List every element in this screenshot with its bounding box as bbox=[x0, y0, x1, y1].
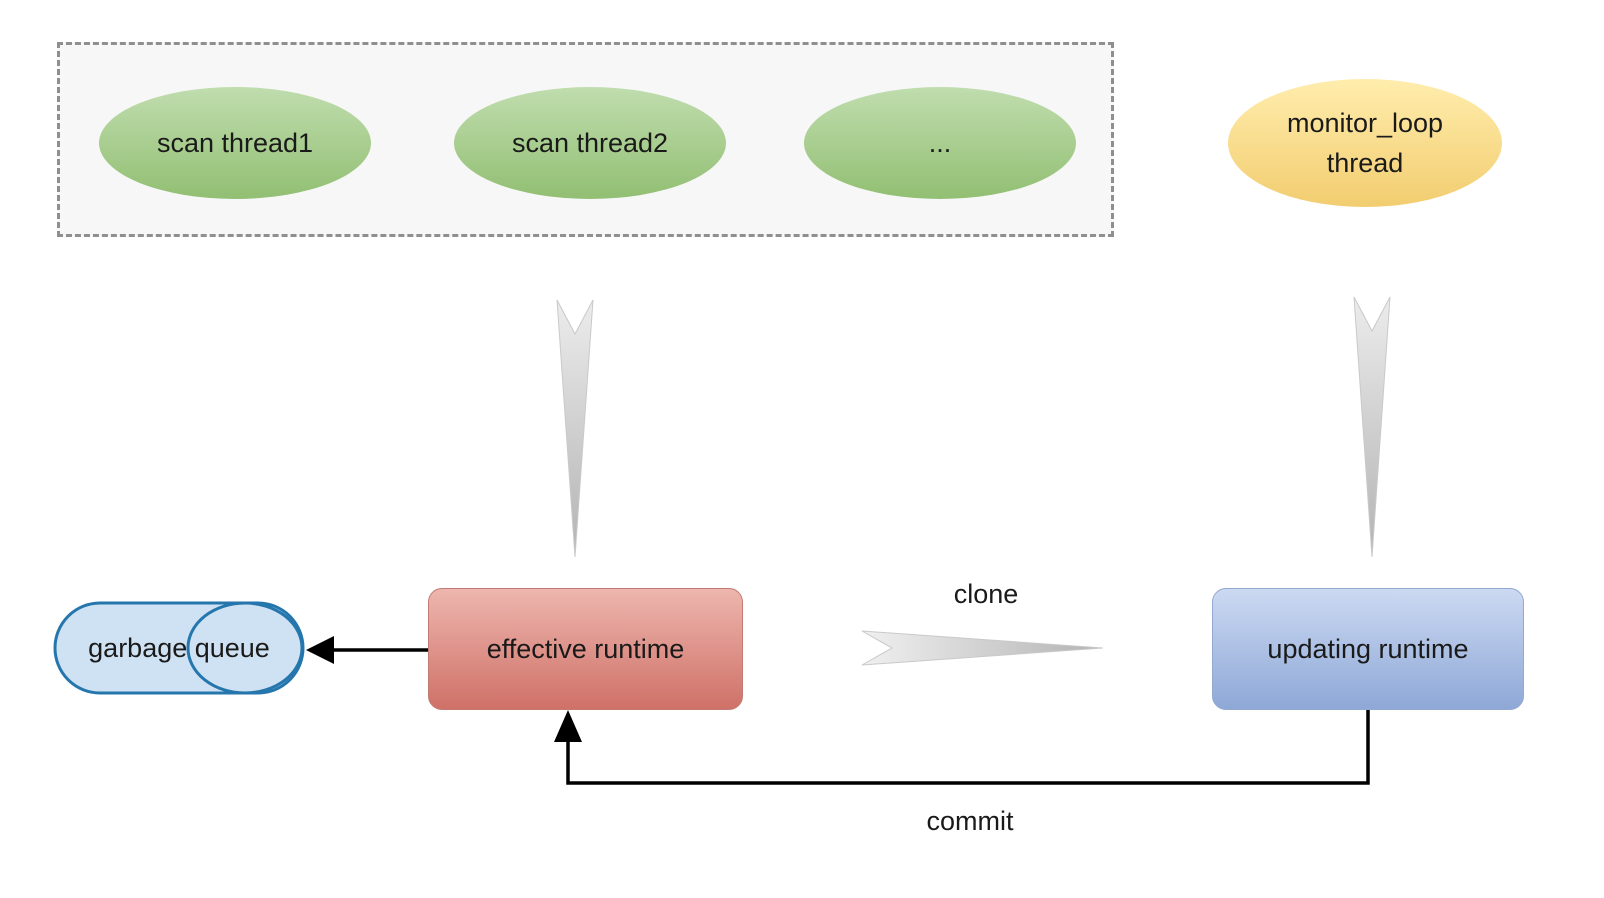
scan-thread-more-label: ... bbox=[928, 127, 952, 158]
scan-thread1-label: scan thread1 bbox=[156, 127, 314, 158]
monitor-loop-line1: monitor_loop bbox=[1286, 107, 1444, 138]
scan-thread2-label: scan thread2 bbox=[511, 127, 669, 158]
commit-arrow-line bbox=[566, 710, 1370, 785]
scan-to-effective-arrow bbox=[556, 299, 594, 558]
garbage-queue-cap bbox=[186, 601, 304, 695]
clone-edge-label: clone bbox=[953, 579, 1019, 609]
updating-runtime-node: updating runtime bbox=[1212, 588, 1524, 710]
effective-to-garbage-arrowhead bbox=[306, 636, 334, 664]
garbage-queue-node bbox=[53, 601, 305, 695]
scan-thread1-node: scan thread1 bbox=[99, 87, 371, 199]
monitor-loop-thread-node: monitor_loop thread bbox=[1228, 79, 1502, 207]
monitor-to-updating-arrow bbox=[1353, 296, 1391, 558]
scan-thread2-node: scan thread2 bbox=[454, 87, 726, 199]
scan-threads-group: scan thread1 scan thread2 ... bbox=[57, 42, 1114, 237]
effective-runtime-label: effective runtime bbox=[486, 633, 685, 664]
garbage-queue-label: garbage queue bbox=[88, 632, 270, 663]
scan-thread-more-node: ... bbox=[804, 87, 1076, 199]
updating-runtime-label: updating runtime bbox=[1267, 633, 1469, 664]
commit-arrowhead bbox=[554, 710, 582, 742]
monitor-loop-line2: thread bbox=[1326, 148, 1404, 178]
clone-arrow bbox=[861, 630, 1104, 666]
effective-runtime-node: effective runtime bbox=[428, 588, 743, 710]
commit-edge-label: commit bbox=[926, 806, 1014, 836]
